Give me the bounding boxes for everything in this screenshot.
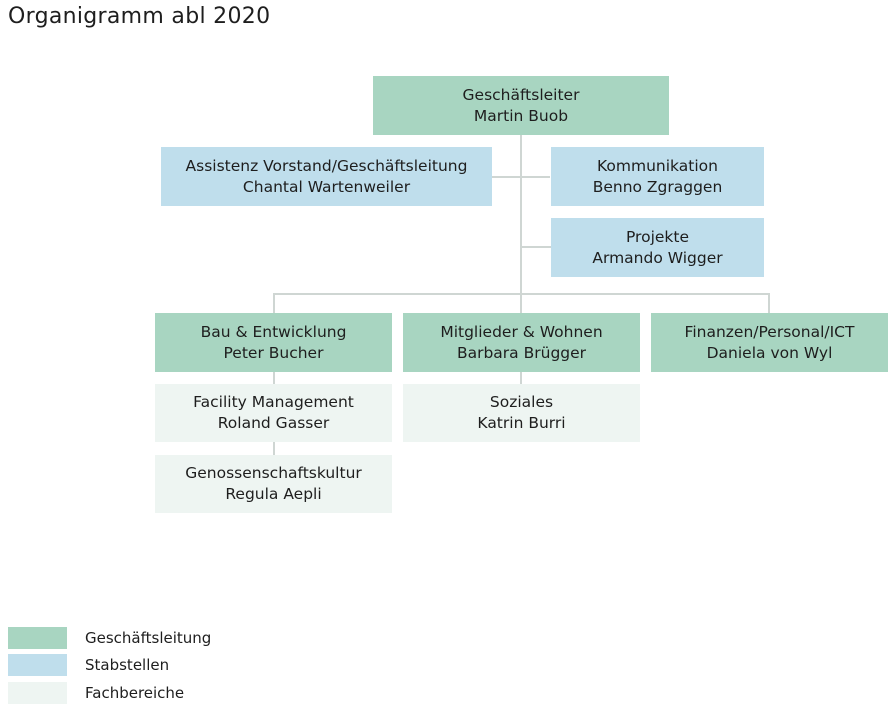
legend-swatch-stabstellen xyxy=(8,654,67,676)
connector-soziales xyxy=(520,371,522,384)
org-role: Bau & Entwicklung xyxy=(200,322,347,341)
org-role: Geschäftsleiter xyxy=(462,85,580,104)
org-person: Chantal Wartenweiler xyxy=(242,177,411,196)
org-person: Regula Aepli xyxy=(225,485,322,503)
org-box-kommunikation: Kommunikation Benno Zgraggen xyxy=(551,147,764,206)
org-person: Roland Gasser xyxy=(217,414,330,432)
org-role: Soziales xyxy=(489,393,554,411)
connector-trunk xyxy=(520,135,522,313)
legend-label-fachbereiche: Fachbereiche xyxy=(85,684,185,702)
org-role: Kommunikation xyxy=(597,156,718,175)
org-role: Mitglieder & Wohnen xyxy=(440,322,603,341)
legend-label-geschaeftsleitung: Geschäftsleitung xyxy=(85,629,212,647)
org-person: Peter Bucher xyxy=(223,343,324,362)
org-role: Projekte xyxy=(625,227,690,246)
org-person: Armando Wigger xyxy=(592,248,723,267)
legend-swatch-fachbereiche xyxy=(8,682,67,704)
org-person: Barbara Brügger xyxy=(456,343,587,362)
legend-label-stabstellen: Stabstellen xyxy=(85,656,170,674)
org-role: Finanzen/Personal/ICT xyxy=(684,322,855,341)
org-role: Genossenschaftskultur xyxy=(185,464,362,482)
org-box-soziales: Soziales Katrin Burri xyxy=(403,384,640,442)
org-box-finanzen-personal-ict: Finanzen/Personal/ICT Daniela von Wyl xyxy=(651,313,888,372)
org-box-bau-entwicklung: Bau & Entwicklung Peter Bucher xyxy=(155,313,392,372)
connector-departments-bar xyxy=(273,293,770,295)
org-box-genossenschaftskultur: Genossenschaftskultur Regula Aepli xyxy=(155,455,392,513)
connector-assistenz xyxy=(492,176,550,178)
org-box-facility-management: Facility Management Roland Gasser xyxy=(155,384,392,442)
org-box-mitglieder-wohnen: Mitglieder & Wohnen Barbara Brügger xyxy=(403,313,640,372)
org-role: Facility Management xyxy=(193,393,354,411)
org-box-geschaeftsleiter: Geschäftsleiter Martin Buob xyxy=(373,76,669,135)
org-person: Martin Buob xyxy=(473,106,569,125)
org-person: Daniela von Wyl xyxy=(706,343,833,362)
legend-swatch-geschaeftsleitung xyxy=(8,627,67,649)
org-box-projekte: Projekte Armando Wigger xyxy=(551,218,764,277)
org-person: Benno Zgraggen xyxy=(592,177,723,196)
connector-finanzen xyxy=(768,293,770,313)
org-person: Katrin Burri xyxy=(477,414,566,432)
org-role: Assistenz Vorstand/Geschäftsleitung xyxy=(185,156,468,175)
page-title: Organigramm abl 2020 xyxy=(8,4,271,29)
org-box-assistenz: Assistenz Vorstand/Geschäftsleitung Chan… xyxy=(161,147,492,206)
connector-projekte xyxy=(521,246,551,248)
connector-bau xyxy=(273,293,275,313)
